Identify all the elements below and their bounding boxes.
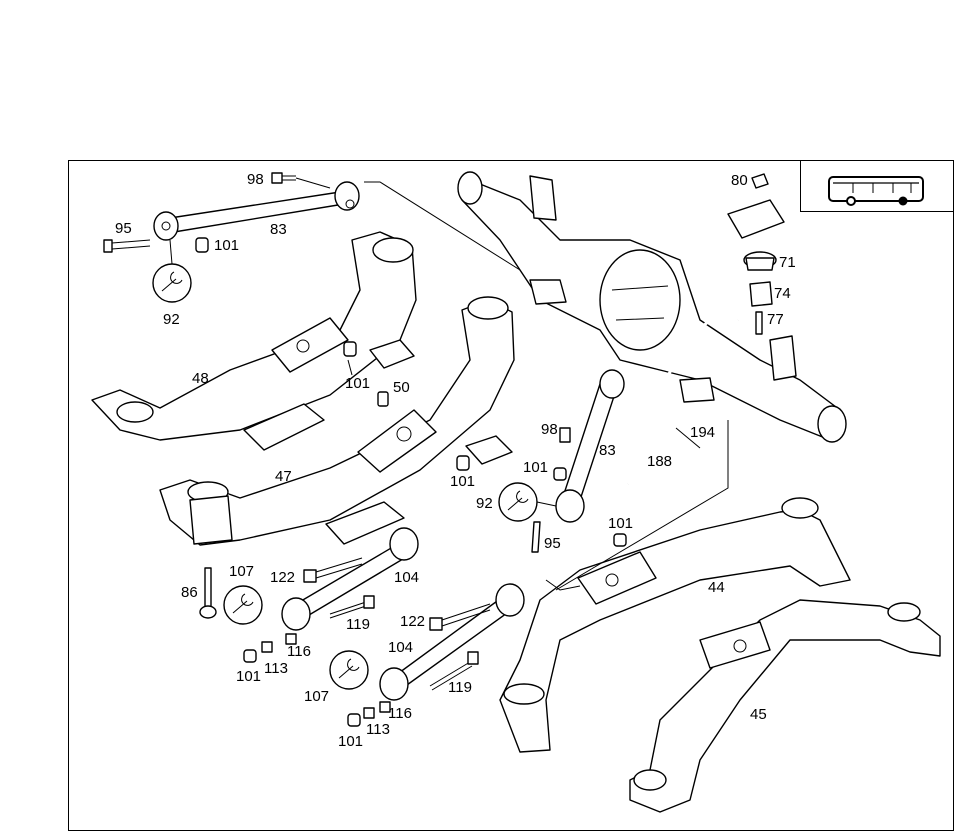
callout-104-lower: 104 — [388, 639, 414, 656]
callout-95-lower: 95 — [544, 535, 561, 552]
callout-47: 47 — [275, 468, 292, 485]
callout-71: 71 — [779, 254, 796, 271]
callout-95-upper: 95 — [115, 220, 132, 237]
callout-194: 194 — [690, 424, 716, 441]
callout-116-lower: 116 — [388, 705, 412, 722]
bolt-86 — [199, 567, 217, 619]
crossmember-47 — [159, 296, 515, 546]
callout-98-lower: 98 — [541, 421, 558, 438]
callout-122-lower: 122 — [400, 613, 426, 630]
nut-101-crossmember-44 — [613, 533, 627, 547]
bolt-119-lower — [429, 651, 479, 691]
callout-101-crossmember-48: 101 — [345, 375, 371, 392]
diagram-frame — [68, 160, 954, 831]
bolt-95-lower — [531, 521, 541, 553]
callout-86: 86 — [181, 584, 198, 601]
rear-axle-housing — [457, 171, 847, 443]
washer-113-upper — [261, 641, 273, 653]
callout-77: 77 — [767, 311, 784, 328]
callout-101-crossmember-44: 101 — [608, 515, 634, 532]
crossmember-45 — [629, 599, 941, 813]
leader-axle-44 — [555, 420, 729, 591]
callout-113-lower: 113 — [366, 721, 390, 738]
bolt-119-upper — [329, 595, 375, 619]
callout-101-tie-upper: 101 — [236, 668, 262, 685]
bump-stop-74 — [749, 281, 773, 307]
cable-188 — [626, 306, 740, 485]
nut-101-tie-lower — [347, 713, 361, 727]
callout-45: 45 — [750, 706, 767, 723]
bolt-122-lower — [429, 603, 491, 631]
callout-101-upper: 101 — [214, 237, 240, 254]
bolt-122-upper — [303, 557, 363, 583]
vehicle-inset — [800, 160, 954, 212]
nut-101-crossmember-48 — [343, 341, 357, 357]
wrench-107-lower — [329, 650, 369, 690]
wrench-92-upper — [152, 239, 192, 303]
callout-101-lower: 101 — [523, 459, 549, 476]
callout-101-crossmember-47: 101 — [450, 473, 476, 490]
link-rod-83-upper — [153, 181, 521, 271]
callout-50: 50 — [393, 379, 410, 396]
callout-92-lower: 92 — [476, 495, 493, 512]
nut-50 — [377, 391, 389, 407]
callout-74: 74 — [774, 285, 791, 302]
link-rod-83-lower — [555, 369, 625, 523]
bracket-bumpstop — [727, 199, 785, 239]
callout-122-upper: 122 — [270, 569, 296, 586]
callout-83-lower: 83 — [599, 442, 616, 459]
wrench-92-lower — [498, 482, 557, 522]
callout-80: 80 — [731, 172, 748, 189]
callout-119-lower: 119 — [448, 679, 472, 696]
nut-101-lower — [553, 467, 567, 481]
callout-119-upper: 119 — [346, 616, 370, 633]
crossmember-44 — [499, 497, 851, 753]
callout-92-upper: 92 — [163, 311, 180, 328]
bolt-98-lower — [559, 427, 571, 443]
bolt-95-upper — [103, 239, 151, 253]
callout-113-upper: 113 — [264, 660, 288, 677]
washer-116-upper — [285, 633, 297, 645]
callout-44: 44 — [708, 579, 725, 596]
callout-107-upper: 107 — [229, 563, 255, 580]
nut-101-upper — [195, 237, 209, 253]
callout-116-upper: 116 — [287, 643, 311, 660]
crossmember-48 — [91, 231, 417, 451]
callout-48: 48 — [192, 370, 209, 387]
callout-83-upper: 83 — [270, 221, 287, 238]
bump-stop-80 — [751, 173, 769, 189]
bump-stop-71 — [743, 251, 777, 271]
washer-116-lower — [379, 701, 391, 713]
bus-icon — [828, 176, 924, 206]
bolt-98-upper — [271, 172, 331, 189]
washer-113-lower — [363, 707, 375, 719]
leader-104-lower — [545, 579, 581, 591]
clip-194 — [675, 427, 701, 449]
callout-188: 188 — [647, 453, 673, 470]
nut-101-crossmember-47 — [456, 455, 470, 471]
nut-101-tie-upper — [243, 649, 257, 663]
tie-rod-104-lower — [379, 583, 525, 701]
callout-101-tie-lower: 101 — [338, 733, 364, 750]
callout-107-lower: 107 — [304, 688, 330, 705]
callout-98-upper: 98 — [247, 171, 264, 188]
bolt-77 — [755, 311, 763, 335]
wrench-107-upper — [223, 585, 263, 625]
callout-104-upper: 104 — [394, 569, 420, 586]
tie-rod-104-upper — [281, 527, 419, 631]
